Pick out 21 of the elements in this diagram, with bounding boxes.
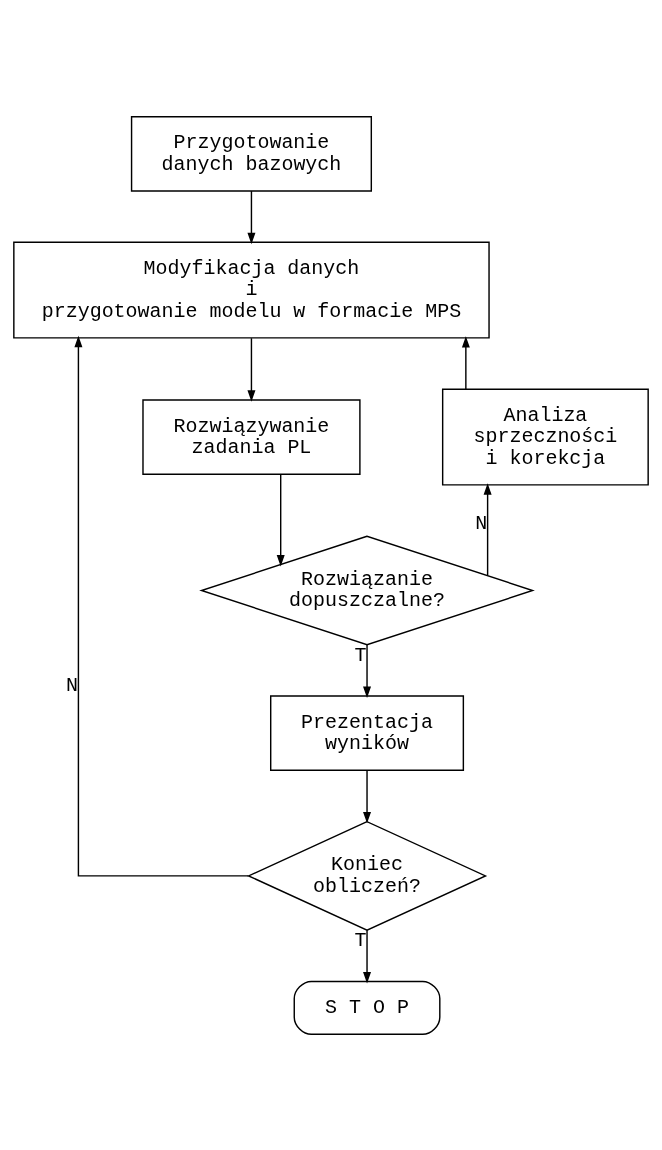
arrow [276, 473, 285, 566]
node-box: Prezentacja wyników [270, 694, 465, 771]
arrow [247, 189, 256, 244]
edge-label: N [475, 511, 488, 535]
arrow [461, 335, 470, 390]
arrow [363, 769, 372, 823]
edge-label: N [66, 673, 78, 697]
arrow [247, 337, 256, 402]
node-box: Rozwiązywanie zadania PL [142, 398, 361, 475]
node-box: S T O P [293, 980, 441, 1035]
node-diamond: Rozwiązanie dopuszczalne? [199, 535, 535, 645]
node-box: Analiza sprzeczności i korekcja [441, 388, 649, 486]
arrow [363, 929, 372, 983]
node-box: Przygotowanie danych bazowych [130, 115, 373, 192]
arrow [74, 335, 250, 877]
arrow [363, 643, 372, 698]
node-box: Modyfikacja danych i przygotowanie modelu w formacie MPS [13, 241, 490, 339]
edge-label: T [354, 643, 367, 667]
edge-label: T [354, 928, 367, 952]
node-diamond: Koniec obliczeń? [246, 820, 488, 931]
arrow [483, 482, 492, 576]
